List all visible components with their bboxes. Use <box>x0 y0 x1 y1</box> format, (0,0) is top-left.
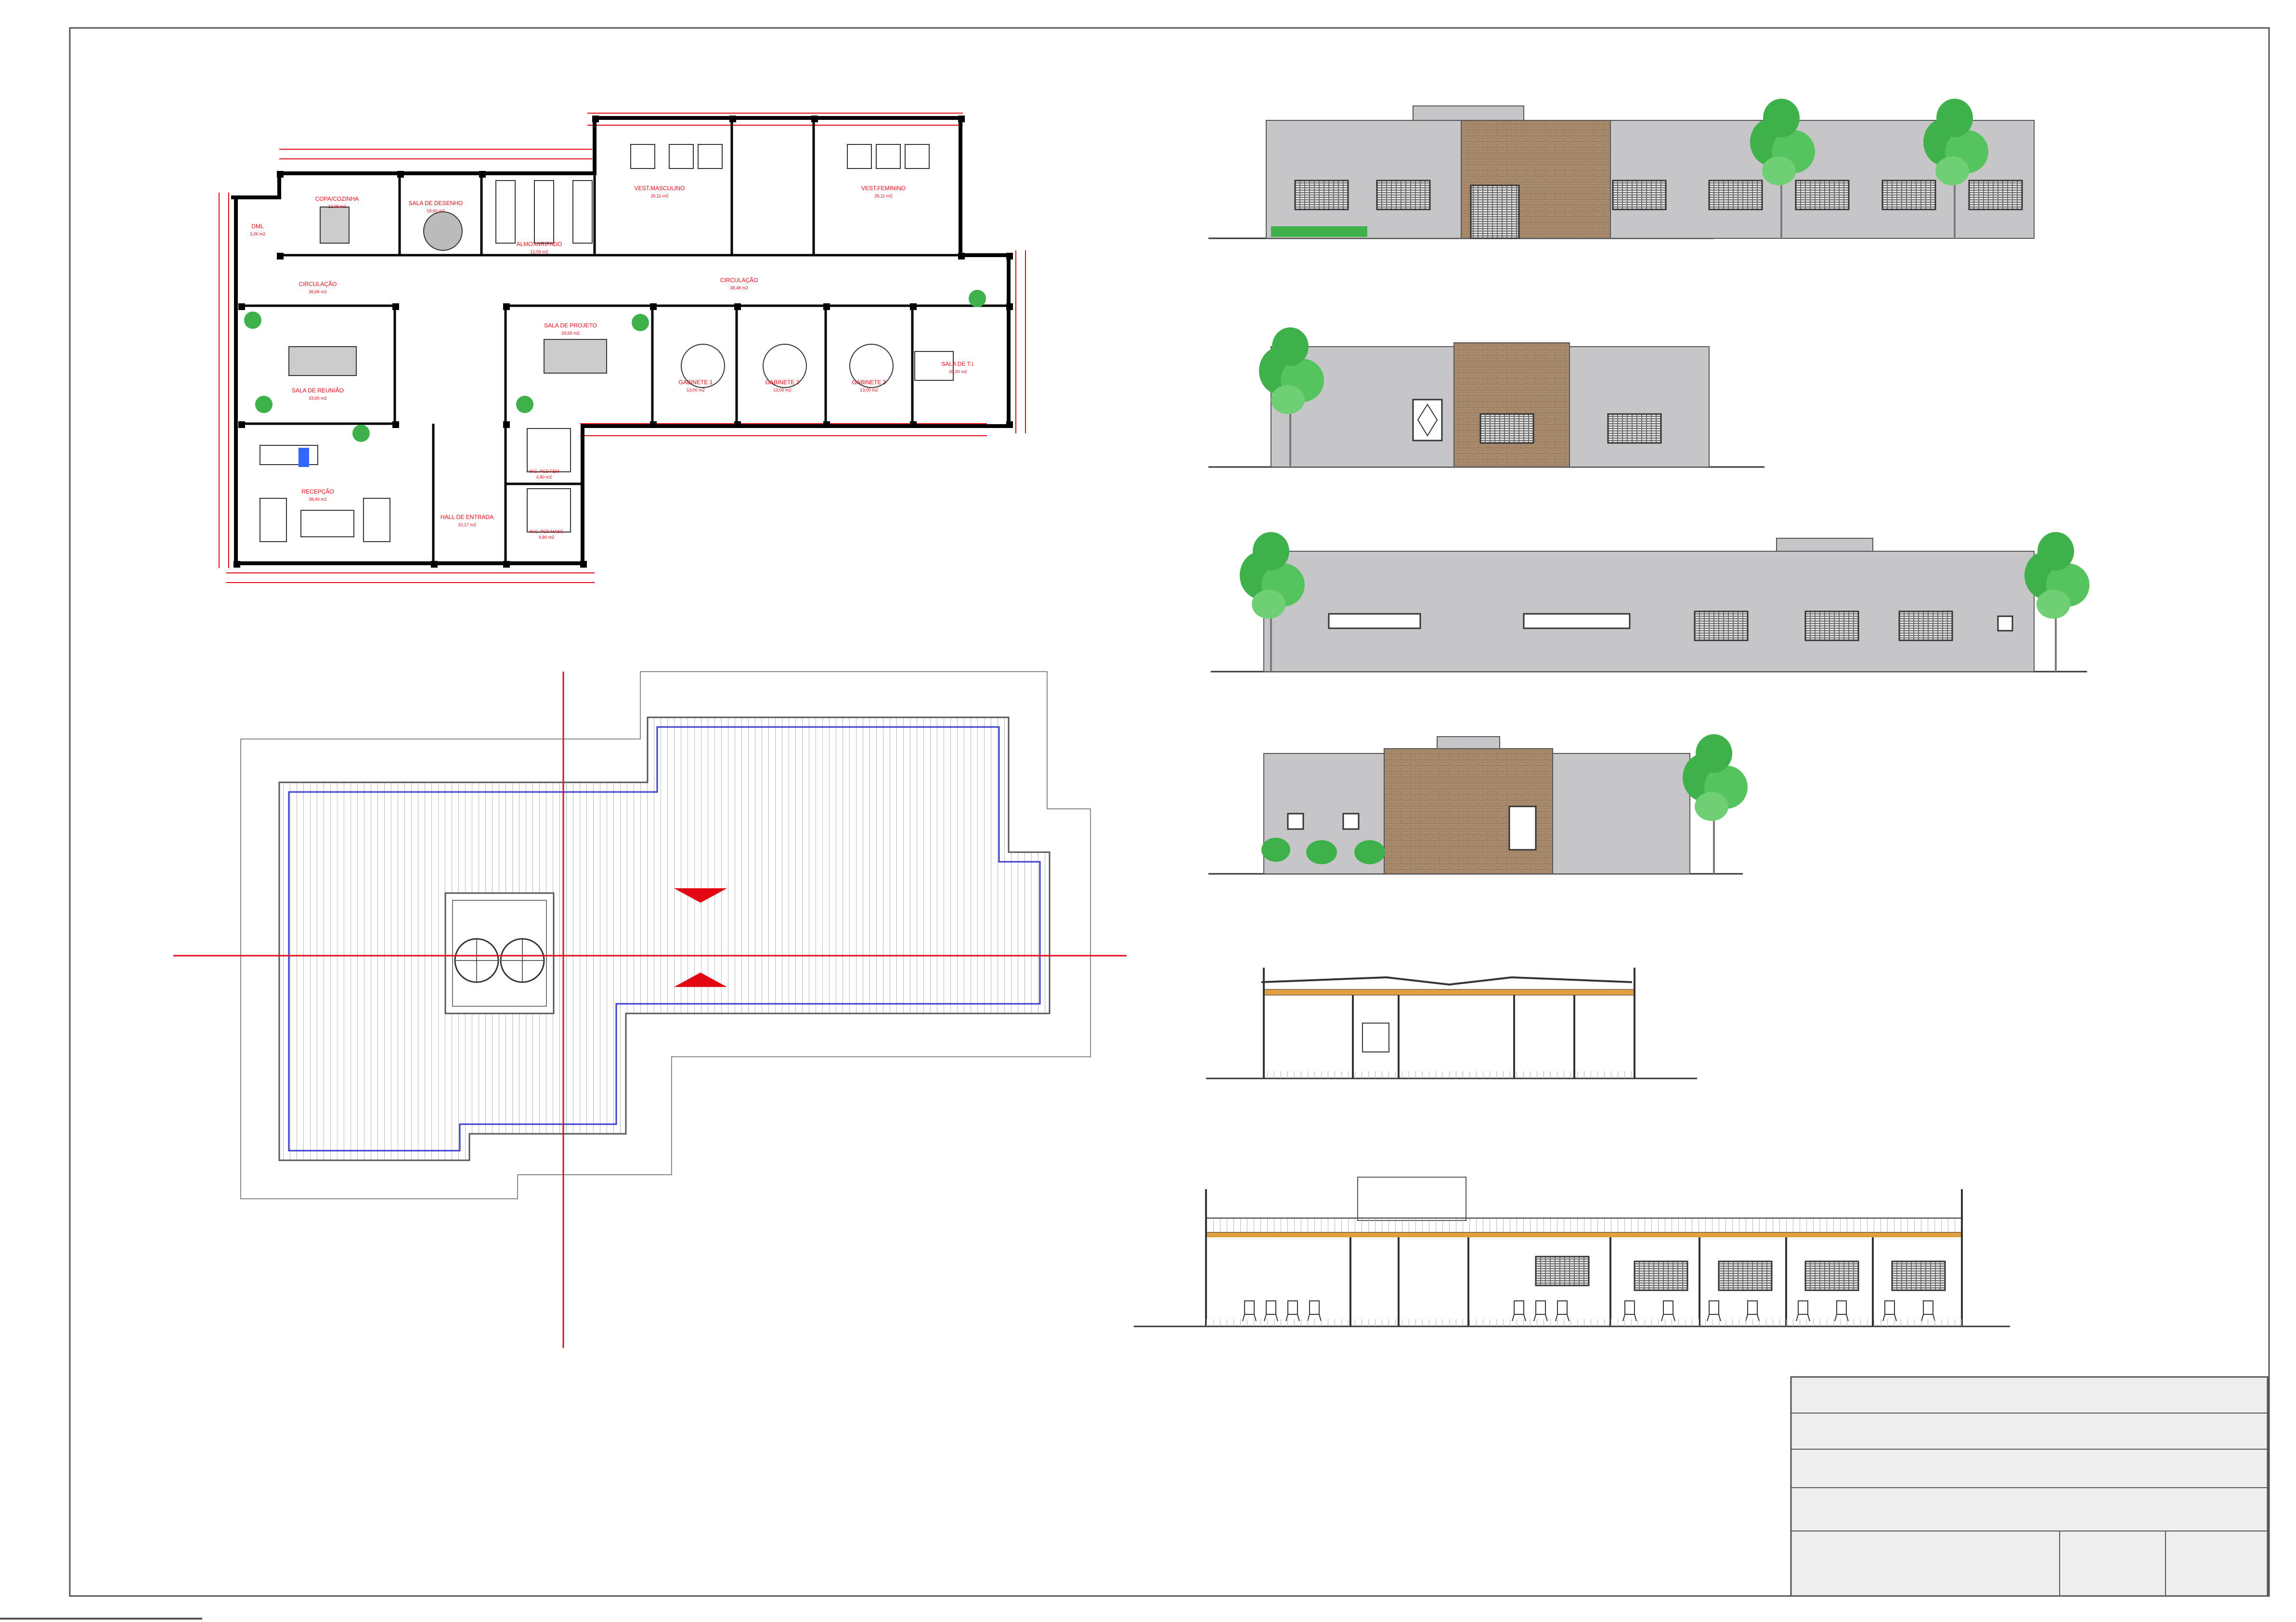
room-sala-reuniao: SALA DE REUNIÃO <box>292 387 344 394</box>
room-sala-ti-area: 30,00 m2 <box>949 369 967 374</box>
room-vest-fem: VEST.FEMININO <box>861 185 906 192</box>
sheet-border <box>69 27 2270 1597</box>
room-sala-reuniao-area: 33,65 m2 <box>309 396 327 401</box>
room-recepcao-area: 38,44 m2 <box>309 497 327 502</box>
room-hall-entrada-area: 10,17 m2 <box>458 522 476 527</box>
room-wc-pcd-masc: W.C. PCD MASC <box>530 529 563 534</box>
room-sala-projeto-area: 33,65 m2 <box>561 331 580 336</box>
room-gabinete-3-area: 13,00 m2 <box>860 388 878 392</box>
room-sala-desenho: SALA DE DESENHO <box>409 200 463 207</box>
room-gabinete-2-area: 13,00 m2 <box>773 388 791 392</box>
room-copa-area: 12,09 m2 <box>328 204 346 209</box>
room-circulacao-2-area: 38,48 m2 <box>730 285 748 290</box>
room-circulacao-1: CIRCULAÇÃO <box>299 281 337 287</box>
room-recepcao: RECEPÇÃO <box>301 488 334 495</box>
room-gabinete-1-area: 13,00 m2 <box>687 388 705 392</box>
title-block <box>1790 1376 2269 1597</box>
elevation-side-2 <box>1211 531 2090 673</box>
room-sala-desenho-area: 19,60 m2 <box>427 208 445 213</box>
room-wc-pcd-fem: W.C. PCD FEM <box>529 469 559 474</box>
room-sala-ti: SALA DE T.I. <box>941 361 974 367</box>
elevation-front <box>1208 98 2035 239</box>
room-copa: COPA/COZINHA <box>315 195 359 202</box>
room-gabinete-1: GABINETE 1 <box>679 379 713 386</box>
section-2 <box>1134 1177 2010 1327</box>
room-circulacao-2: CIRCULAÇÃO <box>720 277 758 284</box>
section-1 <box>1206 968 1697 1079</box>
room-vest-fem-area: 26,11 m2 <box>875 194 893 198</box>
room-wc-pcd-masc-area: 4,80 m2 <box>539 535 555 540</box>
room-sala-projeto: SALA DE PROJETO <box>544 322 597 329</box>
room-wc-pcd-fem-area: 4,80 m2 <box>536 475 552 480</box>
room-dml-area: 3,06 m2 <box>250 232 266 236</box>
room-circulacao-1-area: 36,66 m2 <box>309 289 327 294</box>
room-almoxarifado: ALMOXARIFADO <box>517 241 562 247</box>
room-gabinete-3: GABINETE 3 <box>852 379 886 386</box>
elevation-rear <box>1208 733 1749 875</box>
roof-plan <box>173 671 1127 1348</box>
room-vest-masc-area: 26,11 m2 <box>651 194 669 198</box>
room-vest-masc: VEST.MASCULINO <box>635 185 685 192</box>
elevation-side-1 <box>1208 326 1764 468</box>
room-dml: DML <box>251 223 264 230</box>
room-gabinete-2: GABINETE 2 <box>765 379 800 386</box>
room-hall-entrada: HALL DE ENTRADA <box>441 514 493 520</box>
floor-plan: COPA/COZINHA 12,09 m2 SALA DE DESENHO 19… <box>219 113 1026 583</box>
room-almoxarifado-area: 12,09 m2 <box>530 249 548 254</box>
